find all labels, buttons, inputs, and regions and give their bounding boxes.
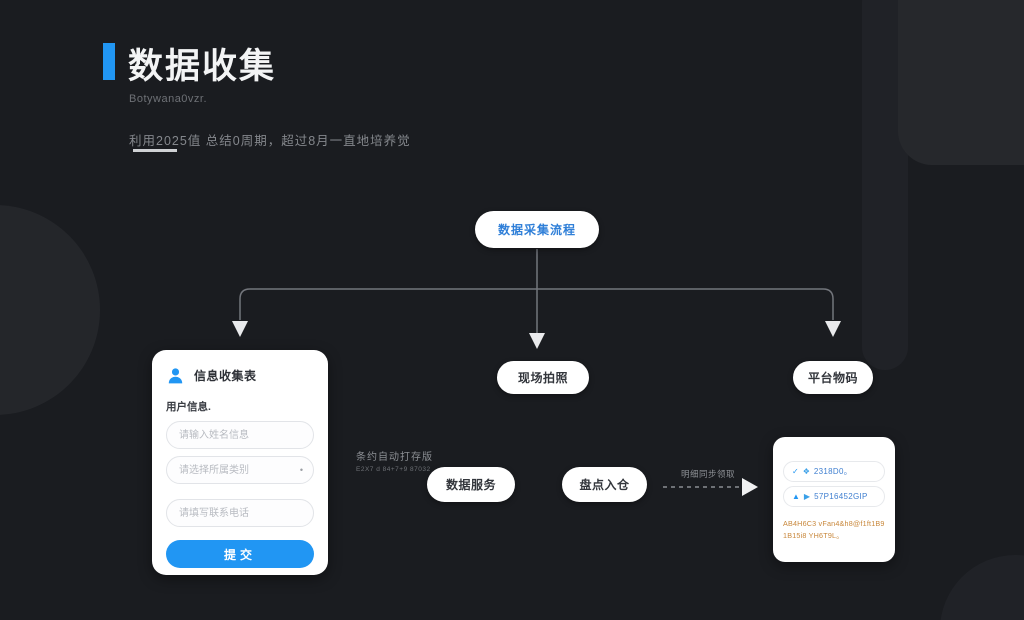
result-card: ✓ ❖ 2318D0。 ▲ ▶ 57P16452GIP AB4H6C3 vFan…	[773, 437, 895, 562]
submit-button[interactable]: 提交	[166, 540, 314, 568]
arrowhead-dashed	[742, 478, 758, 496]
node-service-label: 数据服务	[445, 478, 496, 492]
lock-icon: ▲	[792, 491, 800, 501]
description-underline	[133, 149, 177, 152]
play-icon: ▶	[803, 491, 811, 501]
side-note-line1: 条约自动打存版	[356, 452, 433, 463]
arrowhead-center	[529, 333, 545, 349]
warning-note-line2: 1B15i8 YH6T9L。	[783, 530, 844, 540]
form-card: 信息收集表 用户信息. • 提交	[152, 350, 328, 575]
node-warehouse-label: 盘点入仓	[579, 478, 630, 492]
title-accent-bar	[103, 43, 115, 80]
form-section-label: 用户信息.	[166, 401, 211, 413]
node-service[interactable]: 数据服务	[427, 467, 515, 502]
node-start-label: 数据采集流程	[497, 223, 576, 237]
name-input[interactable]	[166, 421, 314, 449]
page-title: 数据收集	[128, 47, 277, 86]
arrowhead-right	[825, 321, 841, 337]
warning-note: AB4H6C3 vFan4&h8@f1ft1B9 1B15i8 YH6T9L。	[783, 518, 885, 541]
badge-icon: ❖	[802, 466, 810, 476]
warning-note-line1: AB4H6C3 vFan4&h8@f1ft1B9	[783, 519, 885, 528]
node-warehouse[interactable]: 盘点入仓	[562, 467, 647, 502]
side-note: 条约自动打存版 E2X7 d 84+7+9 87032	[356, 448, 433, 473]
check-icon: ✓	[792, 466, 799, 476]
form-title: 信息收集表	[194, 369, 257, 383]
node-photo[interactable]: 现场拍照	[497, 361, 589, 394]
user-icon	[168, 368, 183, 384]
result-option-1[interactable]: ✓ ❖ 2318D0。	[783, 461, 885, 482]
result-option-1-label: 2318D0。	[813, 467, 852, 476]
node-platform[interactable]: 平台物码	[793, 361, 873, 394]
category-select[interactable]	[166, 456, 314, 484]
page-description: 利用2025值 总结0周期，超过8月一直地培养觉	[129, 134, 411, 148]
result-option-2-label: 57P16452GIP	[814, 492, 868, 501]
page-subtitle: Botywana0vzr.	[129, 93, 208, 105]
phone-input[interactable]	[166, 499, 314, 527]
node-platform-label: 平台物码	[807, 371, 858, 385]
node-start[interactable]: 数据采集流程	[475, 211, 599, 248]
side-note-line2: E2X7 d 84+7+9 87032	[356, 466, 431, 473]
dropdown-caret-icon: •	[299, 465, 303, 475]
deco-blob	[898, 0, 1024, 165]
dashed-arrow-label: 明细同步领取	[680, 469, 735, 479]
result-option-2[interactable]: ▲ ▶ 57P16452GIP	[783, 486, 885, 507]
arrowhead-left	[232, 321, 248, 337]
node-photo-label: 现场拍照	[517, 371, 568, 385]
